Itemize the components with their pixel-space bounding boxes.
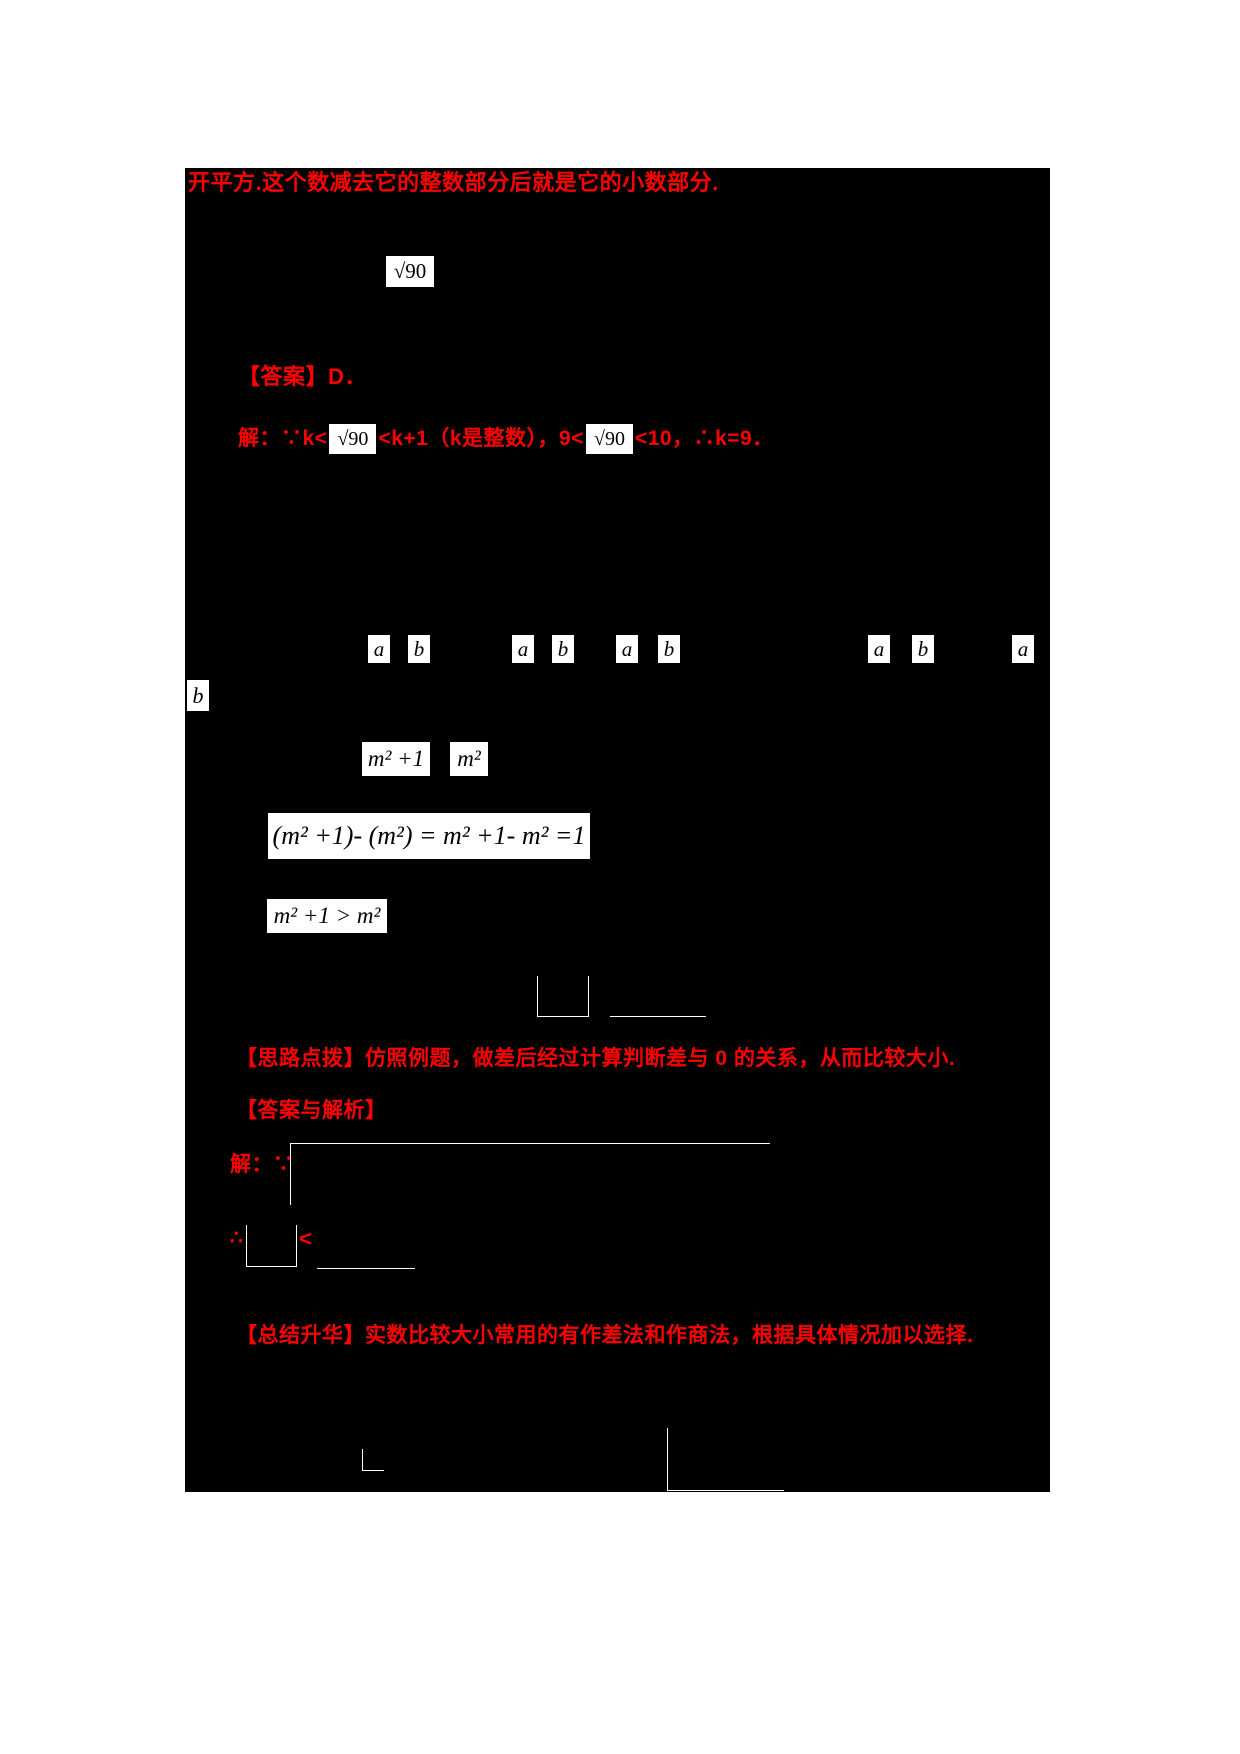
inequality-value: m² +1 > m² [273,903,381,928]
answer-line: 【答案】D． [238,364,367,390]
solution2-prefix: 解：∵ [230,1153,295,1176]
formula-inequality: m² +1 > m² [267,899,387,933]
var-b-4: b [917,636,929,661]
var-b-3: b [663,636,675,661]
formula-m2-plus-1: m² +1 [362,742,430,776]
var-a-1: a [373,636,385,661]
sqrt90-inline-1-value: √90 [337,427,369,450]
variable-box-b-2: b [552,635,574,663]
formula-sqrt90-inline-1: √90 [329,424,377,454]
hint-line: 【思路点拨】仿照例题，做差后经过计算判断差与 0 的关系，从而比较大小. [236,1046,955,1072]
m2-plus-1-value: m² +1 [367,746,425,771]
variable-box-a-5: a [1012,635,1034,663]
solution1-middle: <k+1（k是整数），9< [378,427,584,450]
variable-box-b-1: b [408,635,430,663]
bottom-fragment-horizontal [667,1490,784,1491]
hint-body: 仿照例题，做差后经过计算判断差与 0 的关系，从而比较大小. [365,1047,956,1070]
therefore-symbol: ∴ [230,1227,244,1249]
solution1-line: 解：∵k< √90 <k+1（k是整数），9< √90 <10，∴k=9． [238,424,774,454]
blank-underline-1 [610,1016,706,1017]
var-a-3: a [621,636,633,661]
answer-analysis-label: 【答案与解析】 [236,1099,387,1122]
answer-value: D． [328,364,367,389]
hidden-formula-outline-2 [246,1225,297,1267]
hint-label: 【思路点拨】 [236,1047,365,1070]
variable-box-b-4: b [912,635,934,663]
answer-label: 【答案】 [238,364,329,389]
summary-label: 【总结升华】 [236,1324,365,1347]
summary-body: 实数比较大小常用的有作差法和作商法，根据具体情况加以选择. [365,1324,974,1347]
bottom-fragment-vertical [667,1428,668,1491]
summary-line: 【总结升华】实数比较大小常用的有作差法和作商法，根据具体情况加以选择. [236,1323,973,1349]
formula-m2: m² [450,742,488,776]
solution1-suffix: <10，∴k=9． [634,427,774,450]
variable-box-b-wrapped: b [187,680,209,711]
var-a-2: a [517,636,529,661]
variable-box-a-4: a [868,635,890,663]
var-b-2: b [557,636,569,661]
var-b-1: b [413,636,425,661]
variable-box-b-3: b [658,635,680,663]
formula-difference: (m² +1)- (m²) = m² +1- m² =1 [268,813,590,859]
corner-fragment-horizontal [362,1470,384,1471]
hidden-image-top-edge [290,1143,770,1144]
var-a-5: a [1017,636,1029,661]
solution1-prefix: 解：∵k< [238,427,328,450]
heading-text: 开平方.这个数减去它的整数部分后就是它的小数部分. [188,170,719,195]
variable-box-a-1: a [368,635,390,663]
formula-sqrt90: √90 [386,256,434,287]
sqrt90-inline-2-value: √90 [593,427,625,450]
blank-underline-2 [317,1268,415,1269]
corner-fragment-vertical [362,1449,363,1470]
var-b-wrapped: b [192,682,204,708]
variable-box-a-3: a [616,635,638,663]
difference-value: (m² +1)- (m²) = m² +1- m² =1 [272,821,586,850]
hidden-image-left-edge [290,1143,291,1205]
variable-box-a-2: a [512,635,534,663]
formula-sqrt90-inline-2: √90 [585,424,633,454]
sqrt90-value: √90 [393,259,427,283]
hidden-formula-outline-1 [537,976,589,1017]
var-a-4: a [873,636,885,661]
m2-value: m² [457,746,481,771]
worksheet-black-panel: 开平方.这个数减去它的整数部分后就是它的小数部分. √90 【答案】D． 解：∵… [185,168,1050,1492]
less-than-symbol: < [299,1226,313,1251]
